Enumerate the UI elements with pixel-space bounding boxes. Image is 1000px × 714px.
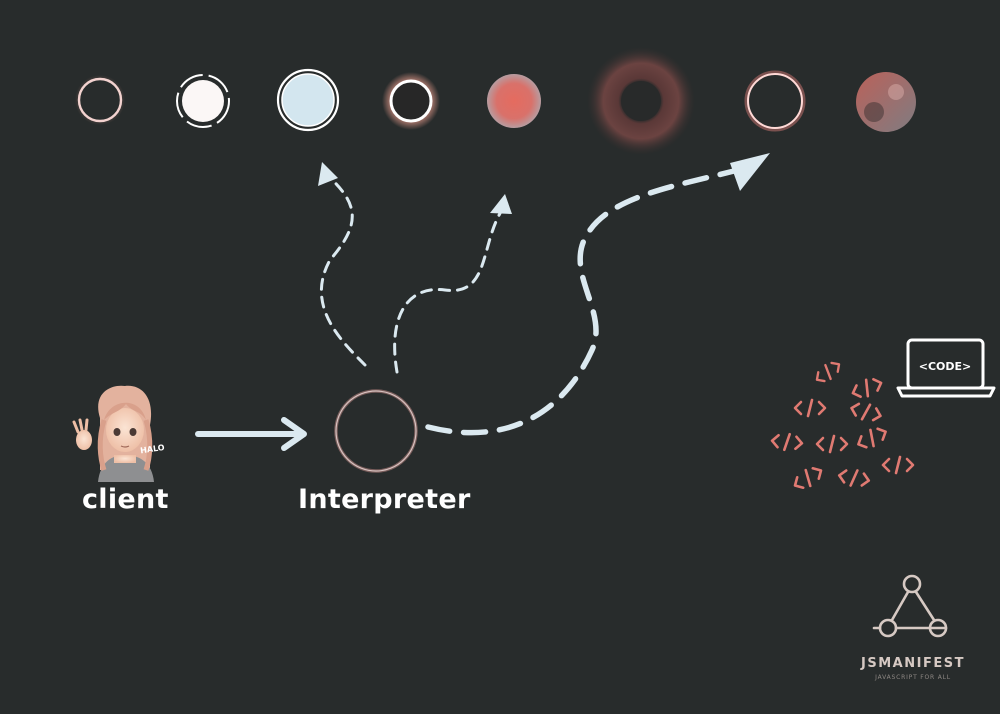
- client-to-interpreter-arrow: [195, 417, 307, 451]
- code-tag-icon: [770, 432, 804, 452]
- orb-neon-ring-icon: [744, 70, 806, 132]
- code-tag-icon: [815, 434, 849, 454]
- code-tag-icon: [851, 377, 883, 399]
- orb-pixel-icon: [856, 72, 916, 132]
- code-tags-cluster: [770, 361, 915, 489]
- interpreter-label: Interpreter: [298, 484, 471, 515]
- arrowhead-icon: [318, 162, 338, 186]
- arrowhead-icon: [730, 153, 770, 191]
- client-label: client: [82, 484, 169, 515]
- code-tag-icon: [850, 402, 882, 422]
- brand-name: JSMANIFEST: [861, 656, 965, 671]
- code-tag-icon: [857, 427, 887, 449]
- arrowhead-icon: [490, 194, 512, 214]
- client-avatar: [72, 385, 154, 482]
- orb-blue-icon: [276, 68, 340, 132]
- flow-arrow-3: [425, 153, 770, 436]
- flow-arrow-2: [393, 194, 512, 374]
- orb-coral-icon: [487, 74, 541, 128]
- speech-text: HALO: [140, 443, 166, 455]
- code-tag-icon: [881, 455, 915, 475]
- hand-icon: [72, 418, 92, 450]
- flow-arrow-1: [318, 162, 367, 367]
- orb-row: [75, 47, 916, 155]
- laptop-icon: <CODE>: [896, 338, 996, 398]
- brand-tagline: JAVASCRIPT FOR ALL: [875, 674, 951, 681]
- laptop-code-text: <CODE>: [919, 360, 972, 373]
- orb-white-icon: [176, 74, 230, 128]
- orb-glow-ring-icon: [382, 72, 440, 130]
- code-tag-icon: [837, 469, 871, 487]
- code-tag-icon: [815, 361, 841, 383]
- orb-halo-icon: [587, 47, 695, 155]
- jsmanifest-logo-icon: [872, 574, 948, 638]
- interpreter-node: [334, 389, 418, 473]
- orb-ring-thin-icon: [75, 75, 125, 125]
- code-tag-icon: [793, 467, 823, 489]
- code-tag-icon: [793, 398, 827, 418]
